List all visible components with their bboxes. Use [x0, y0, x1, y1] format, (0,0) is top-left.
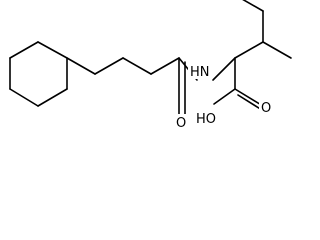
chemical-structure-diagram: HN O HO O: [9, 0, 292, 131]
acid-oh-label: HO: [196, 112, 216, 127]
acid-carbonyl-bond: [234, 88, 264, 107]
ring-bond: [37, 88, 68, 107]
atom-labels: HN O HO O: [174, 63, 273, 131]
ring-bond: [9, 41, 39, 59]
methyl-bond: [262, 41, 292, 59]
propanoyl-chain: [66, 57, 186, 120]
acid-carbonyl-double-bond: [237, 94, 263, 111]
ethyl-bond: [242, 0, 264, 12]
chain-bond: [150, 57, 180, 75]
acid-oh-bond: [213, 88, 236, 105]
chain-bond: [66, 57, 96, 75]
chain-bond: [122, 57, 152, 75]
acid-oxygen-label: O: [261, 101, 271, 116]
cyclohexane-ring: [9, 41, 68, 107]
side-chain-bond: [234, 41, 264, 59]
chain-bond: [94, 57, 124, 75]
amino-acid-backbone: [178, 0, 292, 111]
carbonyl-oxygen-label: O: [176, 116, 186, 131]
ring-bond: [37, 41, 68, 59]
nh-label: HN: [190, 65, 210, 80]
n-alpha-bond: [212, 57, 236, 81]
ring-bond: [9, 88, 39, 107]
